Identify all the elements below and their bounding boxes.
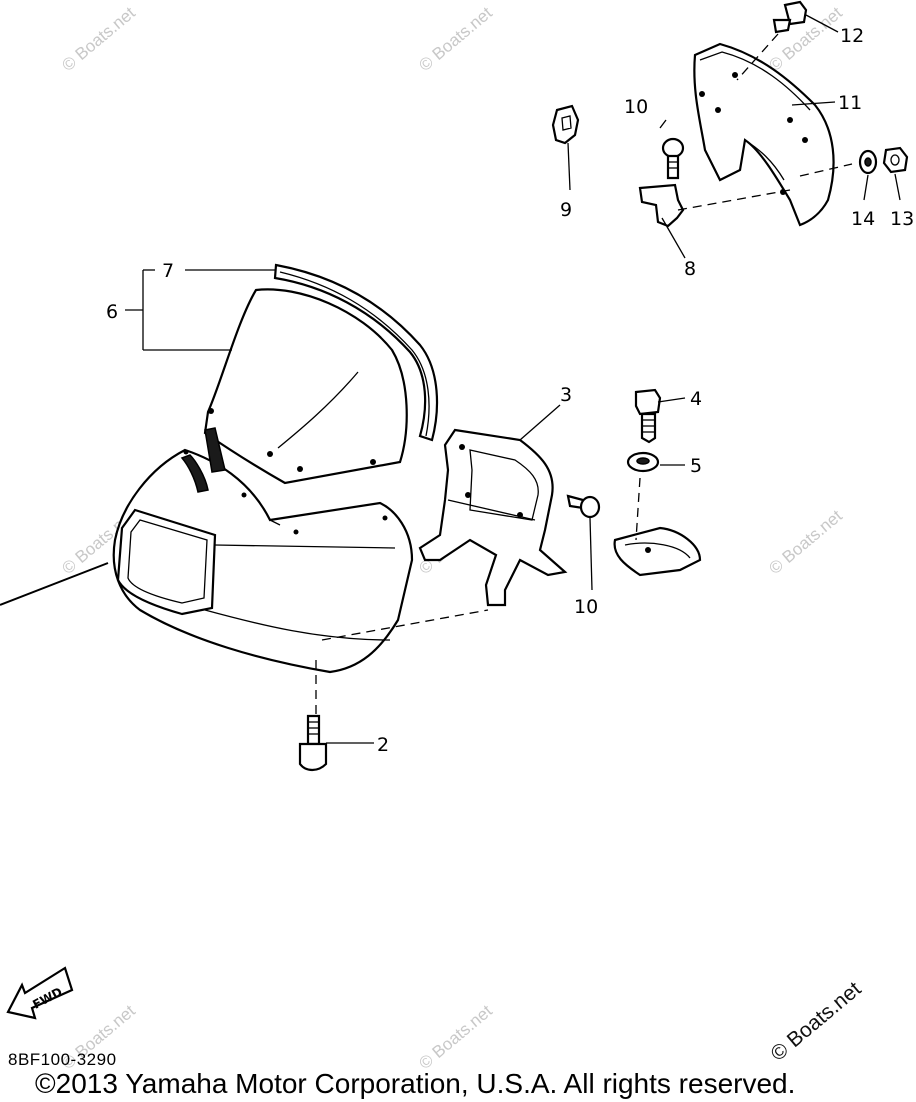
watermark: © Boats.net bbox=[765, 506, 846, 578]
screw-10-part bbox=[661, 137, 685, 180]
callout-5: 5 bbox=[690, 455, 702, 477]
windshield-trim-part bbox=[273, 263, 439, 442]
clip-9-part bbox=[551, 104, 580, 145]
watermark: © Boats.net bbox=[58, 3, 139, 75]
copyright-notice: ©2013 Yamaha Motor Corporation, U.S.A. A… bbox=[35, 1068, 796, 1099]
bracket-part bbox=[418, 428, 568, 607]
callout-12: 12 bbox=[840, 25, 864, 47]
callout-7: 7 bbox=[162, 260, 174, 282]
windshield-part bbox=[203, 288, 408, 485]
callout-14: 14 bbox=[851, 208, 875, 230]
headlight-cowling-part bbox=[0, 427, 414, 674]
callout-8: 8 bbox=[684, 258, 696, 280]
callouts: 2 3 4 5 6 7 8 9 10 10 11 12 13 14 bbox=[106, 25, 914, 756]
callout-13: 13 bbox=[890, 208, 914, 230]
bolt-part bbox=[634, 388, 662, 444]
bracket-8-part bbox=[638, 183, 685, 228]
washer-part bbox=[626, 451, 660, 473]
callout-6: 6 bbox=[106, 301, 118, 323]
callout-10-upper: 10 bbox=[624, 96, 648, 118]
callout-11: 11 bbox=[838, 92, 862, 114]
mount-plate-part bbox=[613, 526, 702, 577]
callout-4: 4 bbox=[690, 388, 702, 410]
bolt-12-part bbox=[772, 0, 808, 34]
nut-13-part bbox=[882, 146, 909, 174]
callout-2: 2 bbox=[377, 734, 389, 756]
mounting-plate-11-part bbox=[693, 42, 835, 227]
watermark: © Boats.net bbox=[415, 3, 496, 75]
fwd-arrow-icon: FWD bbox=[6, 966, 74, 1020]
watermark-corner: © Boats.net bbox=[766, 977, 865, 1065]
bolt-2-part bbox=[298, 714, 328, 772]
callout-3: 3 bbox=[560, 384, 572, 406]
washer-14-part bbox=[858, 149, 878, 175]
watermark: © Boats.net bbox=[415, 1001, 496, 1073]
part-code: 8BF100-3290 bbox=[8, 1050, 117, 1069]
leader-lines bbox=[125, 14, 901, 744]
screw-part bbox=[566, 494, 601, 519]
callout-9: 9 bbox=[560, 199, 572, 221]
callout-10-lower: 10 bbox=[574, 596, 598, 618]
